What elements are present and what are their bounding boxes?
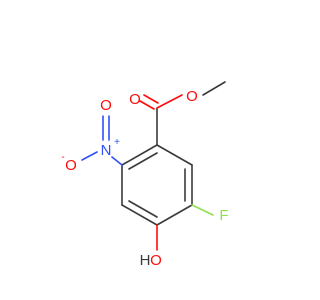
hydroxyl-hydrogen-label: H [140, 252, 151, 269]
bond-carbonyl-double-b [143, 94, 159, 104]
fluorine-label: F [219, 207, 228, 224]
bond-carbonyl-double-a [139, 100, 155, 110]
bond-c6-c1-inner [128, 152, 158, 170]
bond-c3-c4 [156, 204, 193, 226]
nitro-oxygen-left-charge: - [61, 152, 64, 163]
bond-c1-c2 [156, 144, 193, 166]
nitro-oxygen-left-label: O [65, 157, 77, 174]
benzene-ring [121, 144, 193, 226]
bond-ester-o-methyl [202, 81, 226, 96]
bond-c6-c1 [121, 144, 158, 166]
bond-nitro-n-o-left [81, 151, 98, 161]
bond-carbonyl-ester-o [156, 94, 183, 109]
nitro-group: N + O O - [61, 97, 123, 174]
ester-group: O O [129, 81, 226, 146]
nitro-nitrogen-label: N [101, 142, 112, 159]
carbonyl-oxygen-label: O [129, 91, 141, 108]
hydroxyl-oxygen-label: O [150, 252, 162, 269]
bond-c4-c5 [121, 204, 158, 226]
molecule-structure: O O N + O O - F H O [61, 81, 229, 269]
nitro-nitrogen-charge: + [114, 137, 120, 148]
ester-oxygen-label: O [186, 88, 198, 105]
bond-c4-c5-inner [128, 200, 158, 218]
nitro-oxygen-top-label: O [100, 97, 112, 114]
hydroxyl-group: H O [140, 224, 162, 269]
bond-ring-fluorine [191, 204, 214, 216]
bond-ring-nitro-n [111, 156, 123, 166]
fluoro-group: F [191, 204, 229, 224]
